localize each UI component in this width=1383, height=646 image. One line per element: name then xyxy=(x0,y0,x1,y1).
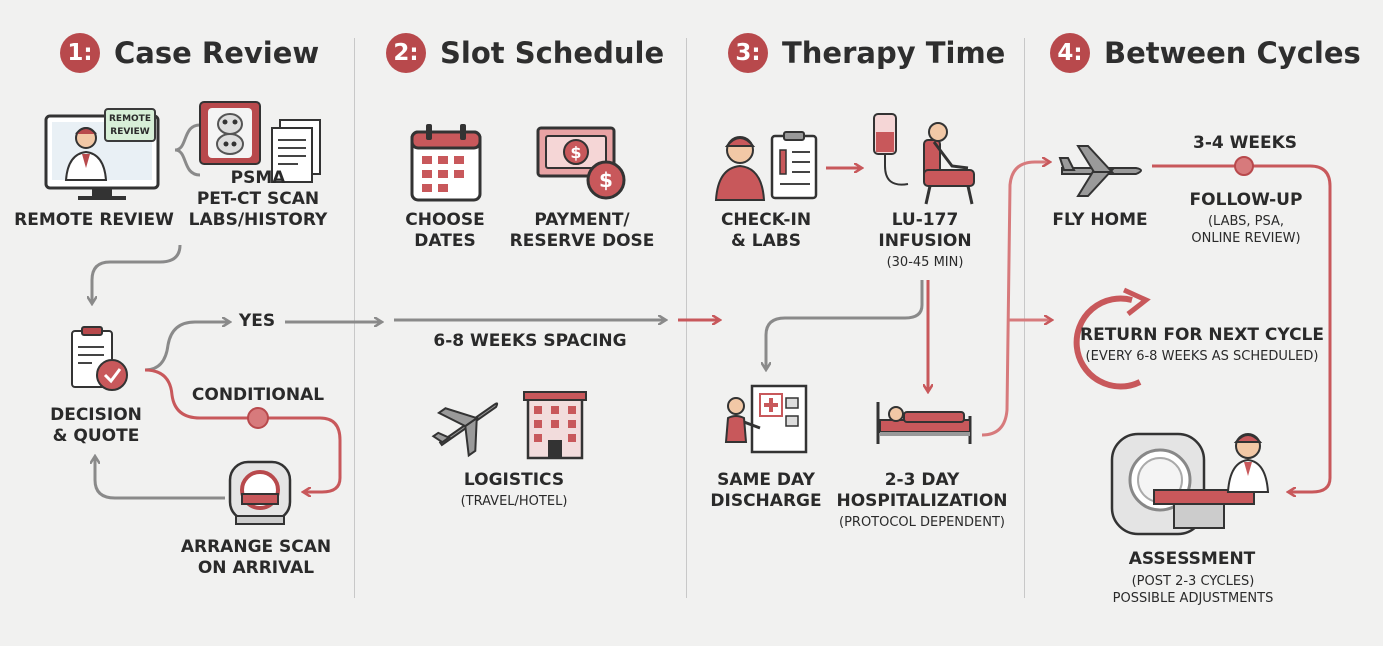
nurse-clipboard-icon xyxy=(714,131,818,201)
discharge-icon xyxy=(724,384,808,454)
return-sub: (EVERY 6-8 WEEKS AS SCHEDULED) xyxy=(1085,349,1319,364)
arrow-fly-to-followup xyxy=(1152,164,1332,492)
monitor-doctor-icon xyxy=(44,114,160,200)
step-2-header: 2: Slot Schedule xyxy=(386,30,664,76)
step-number: 2: xyxy=(386,33,426,73)
column-divider xyxy=(686,38,687,598)
return-label: RETURN FOR NEXT CYCLE xyxy=(1080,325,1324,345)
airplane-icon xyxy=(1058,145,1142,197)
step-1-header: 1: Case Review xyxy=(60,30,319,76)
pet-scan-icon xyxy=(199,101,261,165)
weeks-node xyxy=(1234,156,1254,176)
svg-text:$: $ xyxy=(599,168,613,192)
column-divider xyxy=(354,38,355,598)
logistics-sub: (TRAVEL/HOTEL) xyxy=(460,494,568,509)
infusion-chair-icon xyxy=(873,113,975,205)
fly-home-label: FLY HOME xyxy=(1052,210,1148,230)
step-number: 3: xyxy=(728,33,768,73)
return-cycle-icon xyxy=(1073,295,1142,390)
payment-icon: $ $ xyxy=(536,126,626,200)
arrow-review-to-decision xyxy=(92,244,182,302)
airplane-icon xyxy=(431,402,499,458)
hospital-bed-icon xyxy=(876,402,972,444)
arrow-yes xyxy=(144,322,228,372)
infusion-sub: (30-45 MIN) xyxy=(886,255,964,270)
step-title: Case Review xyxy=(114,36,320,70)
yes-label: YES xyxy=(238,311,276,331)
clipboard-check-icon xyxy=(71,326,128,391)
arrow-hosp-to-between xyxy=(981,162,1048,437)
column-divider xyxy=(1024,38,1025,598)
petct-label: PET-CT SCAN xyxy=(196,189,320,209)
followup-sub: (LABS, PSA,ONLINE REVIEW) xyxy=(1191,214,1301,246)
payment-label: PAYMENT/RESERVE DOSE xyxy=(509,210,655,251)
step-number: 1: xyxy=(60,33,100,73)
arrow-scan-to-decision xyxy=(95,458,225,500)
followup-label: FOLLOW-UP xyxy=(1189,190,1303,210)
step-4-header: 4: Between Cycles xyxy=(1050,30,1361,76)
conditional-node xyxy=(247,407,269,429)
ct-scanner-doctor-icon xyxy=(1110,432,1270,536)
hotel-icon xyxy=(523,391,587,460)
step-number: 4: xyxy=(1050,33,1090,73)
psma-label: PSMA xyxy=(230,168,286,188)
scanner-icon xyxy=(228,460,292,525)
conditional-label: CONDITIONAL xyxy=(191,385,325,405)
logistics-label: LOGISTICS xyxy=(463,470,565,490)
spacing-label: 6-8 WEEKS SPACING xyxy=(433,331,627,351)
step-title: Slot Schedule xyxy=(440,36,665,70)
step-title: Therapy Time xyxy=(782,36,1006,70)
weeks-label: 3-4 WEEKS xyxy=(1192,133,1298,153)
document-icon xyxy=(271,119,321,183)
assessment-sub: (POST 2-3 CYCLES)POSSIBLE ADJUSTMENTS xyxy=(1112,574,1274,606)
step-3-header: 3: Therapy Time xyxy=(728,30,1005,76)
decision-label: DECISION& QUOTE xyxy=(50,405,142,446)
calendar-icon xyxy=(410,124,482,202)
review-bracket xyxy=(174,123,201,177)
hospitalization-sub: (PROTOCOL DEPENDENT) xyxy=(839,515,1005,530)
assessment-label: ASSESSMENT xyxy=(1128,549,1256,569)
svg-text:$: $ xyxy=(570,143,581,162)
labs-history-label: LABS/HISTORY xyxy=(188,210,328,230)
checkin-label: CHECK-IN& LABS xyxy=(720,210,812,251)
remote-review-label: REMOTE REVIEW xyxy=(14,210,174,230)
arrow-conditional xyxy=(144,368,342,492)
step-title: Between Cycles xyxy=(1104,36,1361,70)
arrow-to-discharge xyxy=(766,280,924,368)
